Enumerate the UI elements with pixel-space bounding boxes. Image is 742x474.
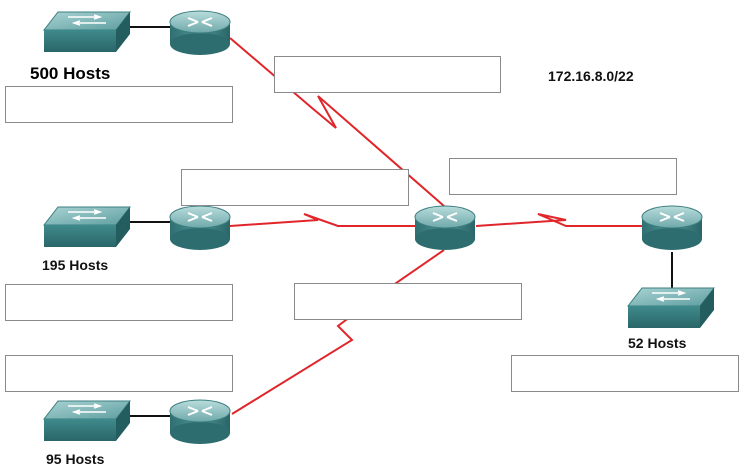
switch-icon: [42, 11, 132, 52]
router-icon: [414, 205, 476, 250]
serial-link-wan-d: [475, 213, 642, 227]
router-icon: [169, 205, 231, 250]
lan-d-subnet-field[interactable]: [511, 355, 739, 392]
switch-icon: [42, 400, 132, 441]
wan-c-subnet-field[interactable]: [294, 283, 522, 320]
wan-a-subnet-field[interactable]: [274, 56, 501, 93]
serial-link-wan-b: [229, 213, 416, 227]
router-icon: [169, 10, 231, 55]
hosts-label-lan-a: 500 Hosts: [30, 64, 111, 83]
wan-d-subnet-field[interactable]: [449, 158, 677, 195]
switch-icon: [42, 206, 132, 247]
hosts-label-lan-c: 95 Hosts: [46, 451, 105, 467]
lan-b-subnet-field[interactable]: [5, 284, 233, 321]
switch-icon: [626, 287, 716, 328]
router-icon: [641, 205, 703, 250]
network-address-label: 172.16.8.0/22: [548, 68, 634, 84]
lan-c-subnet-field[interactable]: [5, 355, 233, 392]
lan-a-subnet-field[interactable]: [5, 86, 233, 123]
wan-b-subnet-field[interactable]: [181, 169, 409, 206]
serial-link-wan-c: [231, 249, 445, 415]
hosts-label-lan-b: 195 Hosts: [42, 257, 109, 273]
router-icon: [169, 399, 231, 444]
hosts-label-lan-d: 52 Hosts: [628, 335, 687, 351]
